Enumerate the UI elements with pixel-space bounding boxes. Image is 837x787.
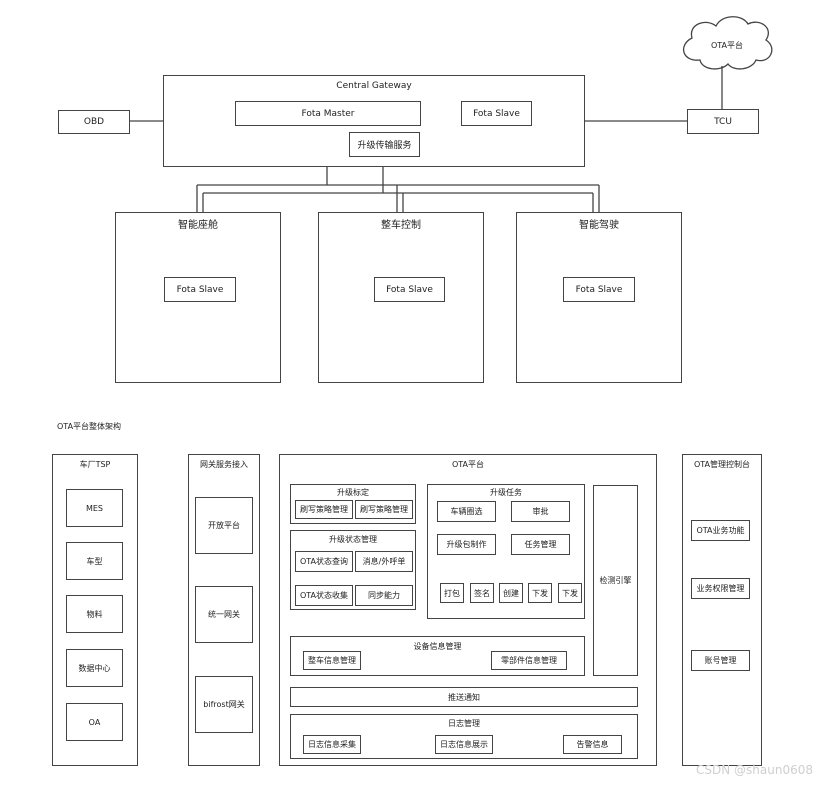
diagram-caption: OTA平台整体架构	[57, 422, 122, 431]
tsp-item-data-center: 数据中心	[66, 649, 123, 687]
upgrade-package-make: 升级包制作	[437, 534, 496, 555]
parts-info-management: 零部件信息管理	[491, 651, 567, 670]
cloud-label: OTA平台	[710, 40, 744, 50]
console-permission-management: 业务权限管理	[691, 578, 750, 599]
log-collect: 日志信息采集	[303, 735, 361, 754]
fota-master-box: Fota Master	[235, 101, 421, 126]
log-display: 日志信息展示	[435, 735, 493, 754]
console-ota-business: OTA业务功能	[691, 520, 750, 541]
approval: 审批	[511, 501, 570, 522]
console-account-management: 账号管理	[691, 650, 750, 671]
central-gateway-title: Central Gateway	[336, 81, 412, 91]
vehicle-info-management: 整车信息管理	[303, 651, 361, 670]
ota-platform-title: OTA平台	[451, 460, 485, 469]
console-column	[682, 454, 762, 766]
gateway-service-title: 网关服务接入	[200, 460, 248, 469]
tsp-item-mes: MES	[66, 489, 123, 527]
domain-cockpit-title: 智能座舱	[178, 220, 218, 231]
detection-engine: 检测引擎	[593, 485, 638, 676]
task-leaf-create: 创建	[499, 583, 523, 603]
vehicle-select: 车辆圈选	[437, 501, 496, 522]
task-management: 任务管理	[511, 534, 570, 555]
push-notification: 推送通知	[290, 687, 638, 707]
tsp-item-material: 物料	[66, 595, 123, 633]
gateway-item-unified-gateway: 统一网关	[195, 586, 253, 643]
domain-autonomous-driving-title: 智能驾驶	[579, 220, 619, 231]
gateway-item-bifrost: bifrost网关	[195, 676, 253, 733]
alarm-info: 告警信息	[563, 735, 622, 754]
upgrade-task-title: 升级任务	[490, 488, 522, 497]
device-info-title: 设备信息管理	[413, 642, 462, 651]
task-leaf-pack: 打包	[440, 583, 464, 603]
domain-autonomous-driving-fota-slave: Fota Slave	[563, 277, 635, 302]
console-title: OTA管理控制台	[693, 460, 751, 469]
upgrade-calibration-title: 升级标定	[337, 488, 369, 497]
flash-strategy-item-2: 刷写策略管理	[355, 500, 413, 519]
gateway-item-open-platform: 开放平台	[195, 497, 253, 554]
watermark: CSDN @shaun0608	[696, 763, 813, 777]
upgrade-transfer-service-box: 升级传输服务	[349, 132, 420, 157]
task-leaf-sign: 签名	[470, 583, 494, 603]
ota-status-query: OTA状态查询	[295, 551, 353, 572]
tsp-item-oa: OA	[66, 703, 123, 741]
tcu-box: TCU	[687, 109, 759, 134]
upgrade-status-title: 升级状态管理	[329, 535, 377, 544]
ota-status-collect: OTA状态收集	[295, 585, 353, 606]
domain-vehicle-control-title: 整车控制	[381, 220, 421, 231]
obd-box: OBD	[58, 110, 130, 134]
message-call-order: 消息/外呼单	[355, 551, 413, 572]
task-leaf-dispatch-1: 下发	[528, 583, 552, 603]
domain-cockpit-fota-slave: Fota Slave	[164, 277, 236, 302]
domain-vehicle-control-fota-slave: Fota Slave	[374, 277, 445, 302]
tsp-title: 车厂TSP	[79, 460, 111, 469]
gateway-fota-slave-box: Fota Slave	[461, 101, 532, 126]
tsp-item-vehicle-model: 车型	[66, 542, 123, 580]
sync-capability: 同步能力	[355, 585, 413, 606]
flash-strategy-item-1: 刷写策略管理	[295, 500, 353, 519]
task-leaf-dispatch-2: 下发	[558, 583, 582, 603]
log-management-title: 日志管理	[448, 719, 480, 728]
